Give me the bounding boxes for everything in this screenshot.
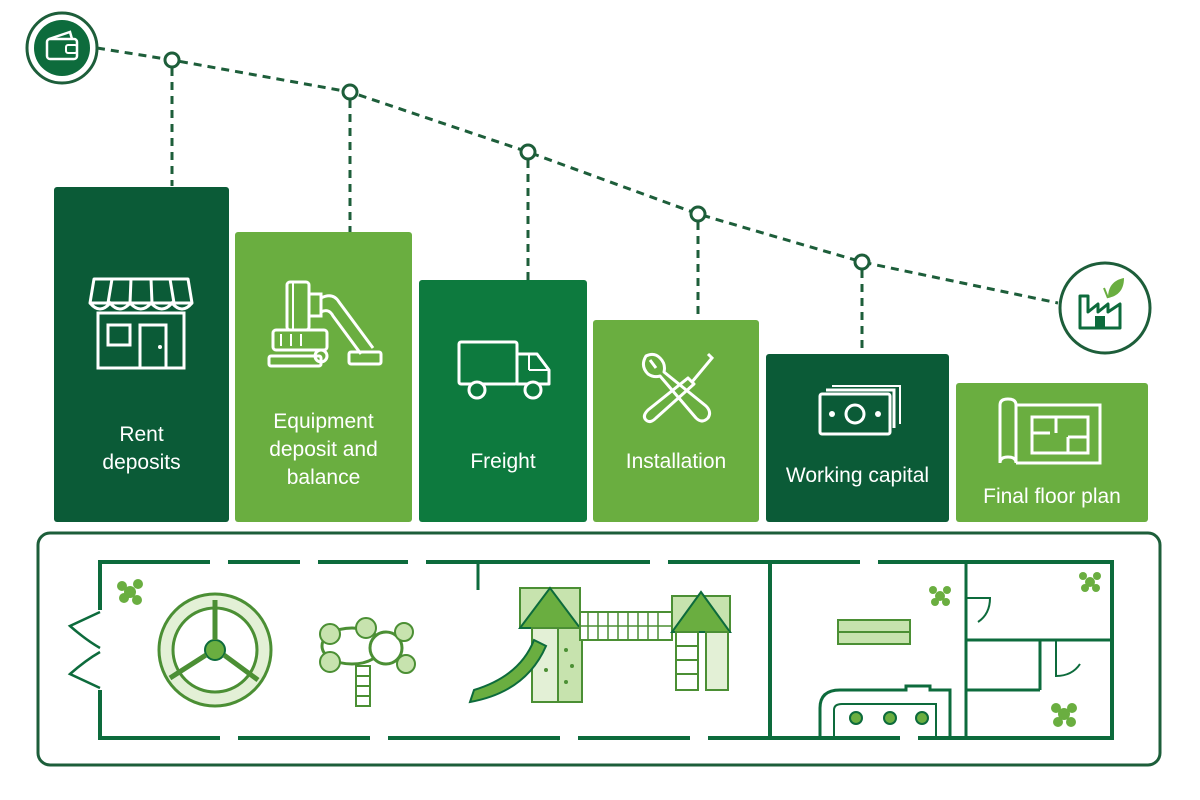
step-card-installation: Installation [593,320,759,522]
plant-icon [1079,572,1101,592]
step-card-floor-plan: Final floor plan [956,383,1148,522]
wallet-icon [25,11,99,85]
bench-icon [837,619,911,645]
step-card-freight: Freight [419,280,587,522]
step-card-working-capital: Working capital [766,354,949,522]
plant-icon [1051,703,1077,727]
interior-door-icon [966,597,1081,678]
floor-plan-frame [36,531,1162,767]
rope-bridge-icon [579,611,673,641]
plant-icon [929,586,951,606]
storefront-icon [88,277,194,370]
step-card-equipment: Equipment deposit and balance [235,232,412,522]
blueprint-icon [998,397,1102,465]
plant-icon [117,579,143,605]
cash-stack-icon [818,385,901,436]
climbing-tower-icon [670,590,732,691]
step-label: Equipment deposit and balance [269,410,378,489]
node-3 [519,143,537,161]
step-label: Rent deposits [102,423,181,474]
wrench-screwdriver-icon [641,352,715,424]
node-2 [341,83,359,101]
node-4 [689,205,707,223]
truck-icon [457,340,551,400]
play-table-icon [319,617,416,707]
step-label: Freight [470,450,536,473]
counter-icon [818,684,952,738]
step-card-rent-deposits: Rent deposits [54,187,229,522]
node-1 [163,51,181,69]
carousel-icon [157,592,273,708]
window-marks [210,560,918,740]
step-label: Working capital [785,464,930,487]
factory-sprout-icon [1058,261,1152,355]
machine-icon [267,280,383,368]
entrance-door-icon [67,610,103,690]
node-5 [853,253,871,271]
step-label: Final floor plan [983,485,1121,508]
slide-tower-icon [468,586,583,704]
step-label: Installation [625,450,727,473]
